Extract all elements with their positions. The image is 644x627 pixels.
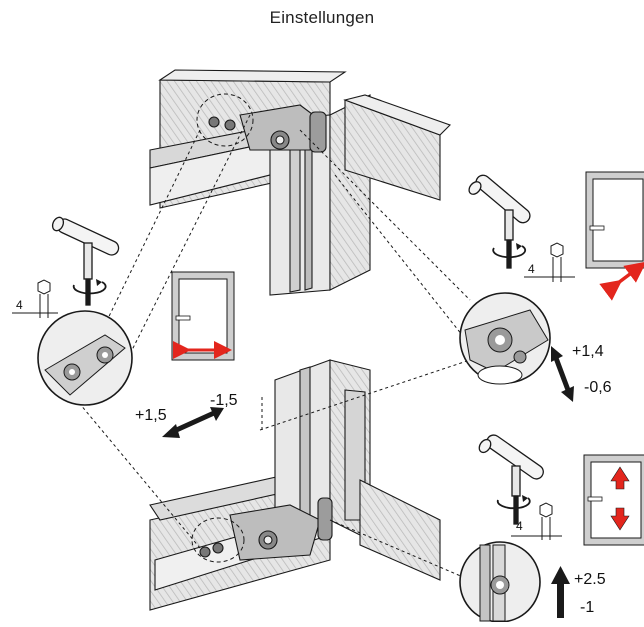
- top-minus-label: -0,6: [584, 379, 612, 396]
- top-right-window-icon: [585, 171, 644, 301]
- bottom-right-hexagon-icon: [511, 502, 562, 540]
- center-window-icon: [171, 271, 235, 361]
- bottom-detail-marker: [191, 517, 245, 563]
- bottom-minus-label: -1: [580, 599, 594, 616]
- top-plus-label: +1,4: [572, 343, 604, 360]
- bottom-frame-profile: [149, 359, 441, 611]
- left-key-size-label: 4: [16, 298, 23, 312]
- top-right-key-size-label: 4: [528, 262, 535, 276]
- bottom-right-window-icon: [583, 454, 644, 546]
- bottom-right-allen-key-icon: [478, 434, 544, 525]
- side-plus-label: +1,5: [135, 407, 167, 424]
- bottom-up-arrow-icon: [551, 566, 570, 618]
- top-frame-profile: [149, 69, 452, 296]
- bottom-right-detail-circle: [459, 541, 541, 623]
- top-right-rotate-arrow-icon: [492, 245, 527, 259]
- top-right-detail-circle: [459, 292, 551, 385]
- side-double-arrow-icon: [162, 407, 224, 438]
- left-detail-circle: [37, 310, 133, 406]
- bottom-right-key-size-label: 4: [516, 519, 523, 533]
- bottom-plus-label: +2.5: [574, 571, 606, 588]
- bottom-right-rotate-arrow-icon: [496, 497, 531, 510]
- top-double-arrow-icon: [551, 346, 574, 402]
- side-minus-label: -1,5: [210, 392, 238, 409]
- left-hexagon-icon: [12, 279, 58, 318]
- top-right-allen-key-icon: [468, 174, 531, 269]
- page-title: Einstellungen: [269, 8, 375, 27]
- leader-lines: [59, 114, 471, 581]
- left-rotate-arrow-icon: [72, 281, 107, 295]
- top-detail-marker: [196, 93, 254, 147]
- left-allen-key-icon: [51, 216, 120, 306]
- top-right-hexagon-icon: [524, 242, 575, 282]
